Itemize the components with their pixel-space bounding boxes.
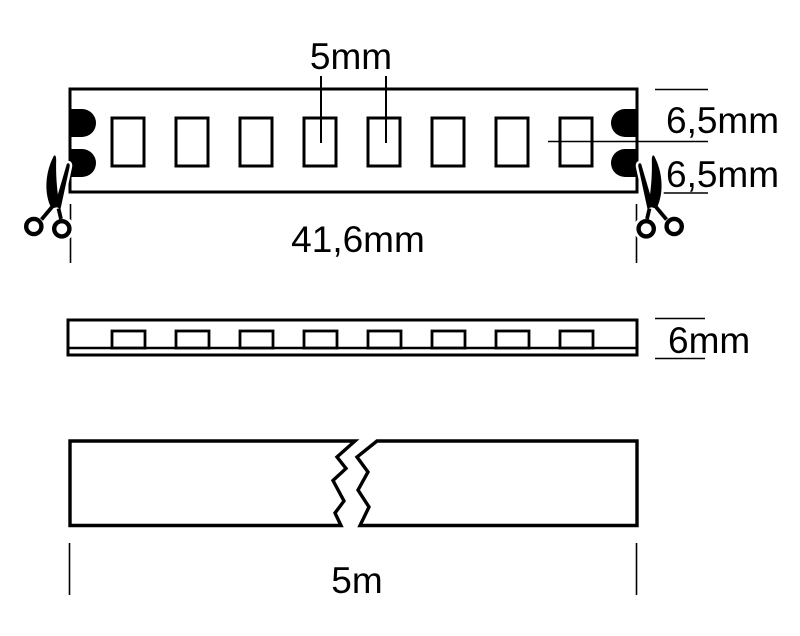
led-bump (302, 329, 339, 350)
led-bump (430, 329, 467, 350)
led-bump (366, 329, 403, 350)
led-pitch-label: 5mm (309, 36, 393, 77)
upper-half-width-label: 6,5mm (666, 100, 780, 141)
length-view (68, 439, 639, 595)
scissors-glyph (23, 155, 72, 239)
led-bump (558, 329, 595, 350)
reel-strip-left (68, 439, 360, 528)
led-chip (238, 116, 274, 168)
pitch-leader-lines (320, 76, 387, 143)
half-width-dimension (548, 88, 708, 194)
led-bump (174, 329, 211, 350)
strip-height-label: 6mm (668, 320, 751, 361)
reel-strip-right (354, 439, 639, 528)
solder-pad (611, 109, 637, 137)
length-dimension (68, 543, 638, 595)
solder-pad (611, 149, 637, 177)
solder-pads (70, 109, 637, 177)
led-chip (494, 116, 530, 168)
led-chip (430, 116, 466, 168)
side-view (66, 317, 705, 360)
led-bump (494, 329, 531, 350)
lower-half-width-label: 6,5mm (666, 154, 780, 195)
scissors-glyph (636, 155, 685, 239)
total-length-label: 5m (331, 560, 383, 601)
led-bump (110, 329, 147, 350)
solder-pad (70, 109, 96, 137)
led-chip (174, 116, 210, 168)
led-bumps (110, 329, 595, 350)
side-view-strip-outline (66, 318, 639, 357)
top-view (21, 76, 708, 263)
top-view-strip-outline (68, 87, 639, 194)
scissors-icon-left (21, 152, 75, 242)
led-chip (366, 116, 402, 168)
height-dimension (655, 317, 705, 360)
solder-pad (70, 149, 96, 177)
led-bump (238, 329, 275, 350)
scissors-icon-right (633, 152, 687, 242)
segment-length-label: 41,6mm (291, 219, 425, 260)
led-chip (110, 116, 146, 168)
